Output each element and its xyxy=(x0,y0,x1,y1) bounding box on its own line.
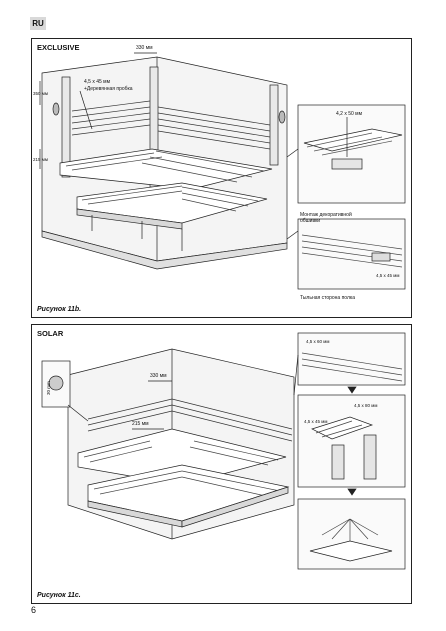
exclusive-dim-left-upper: 350 мм xyxy=(33,91,48,96)
page-number: 6 xyxy=(31,605,37,615)
solar-dim-330: 330 мм xyxy=(150,373,167,379)
exclusive-mount-line2: обшивки xyxy=(300,218,320,224)
exclusive-caption: Рисунок 11b. xyxy=(37,306,82,313)
exclusive-sauna-drawing: 330 мм 350 мм 215 мм 4,5 x 45 мм +Деревя… xyxy=(33,45,406,301)
exclusive-title: EXCLUSIVE xyxy=(37,43,80,52)
language-badge: RU xyxy=(30,17,46,30)
exclusive-detail-dim: 4,2 x 50 мм xyxy=(336,111,363,117)
solar-dim-30: 30 mm xyxy=(46,381,51,395)
solar-sauna-drawing: 30 mm 330 мм 215 мм 4,5 x 60 мм 4,5 x 80… xyxy=(41,332,406,570)
solar-title: SOLAR xyxy=(37,329,64,338)
solar-caption: Рисунок 11c. xyxy=(37,592,81,599)
exclusive-mount-dim: 4,5 x 45 мм xyxy=(376,273,399,278)
exclusive-dim-top: 330 мм xyxy=(136,45,153,51)
solar-dim-c: 4,5 x 45 мм xyxy=(304,419,327,424)
solar-figure-panel: SOLAR xyxy=(31,324,412,604)
exclusive-figure-panel: EXCLUSIVE xyxy=(31,38,412,318)
solar-dim-215: 215 мм xyxy=(132,421,149,427)
exclusive-dim-left-lower: 215 мм xyxy=(33,157,48,162)
exclusive-back-side: Тыльная сторона полка xyxy=(300,295,355,301)
exclusive-mount-line1: Монтаж декоративной xyxy=(300,211,352,218)
exclusive-note-line2: +Деревянная пробка xyxy=(84,86,133,92)
solar-dim-b: 4,5 x 80 мм xyxy=(354,403,377,408)
solar-dim-a: 4,5 x 60 мм xyxy=(306,339,329,344)
exclusive-note-line1: 4,5 x 45 мм xyxy=(84,79,111,85)
